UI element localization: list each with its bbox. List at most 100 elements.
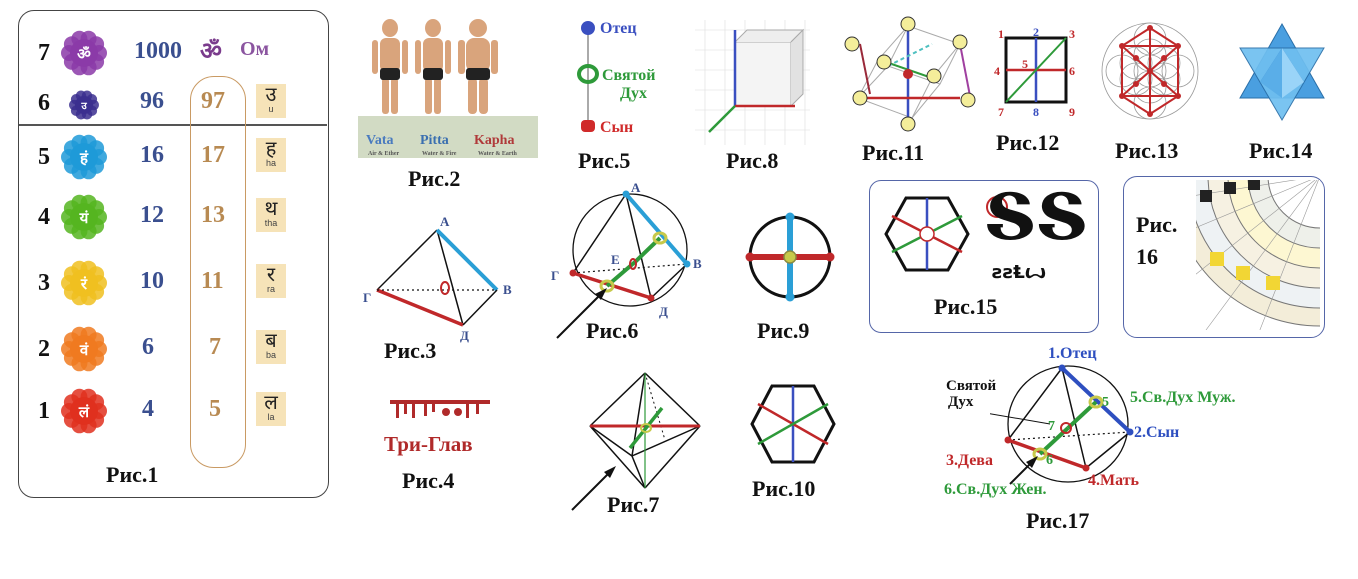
fig4-glyph xyxy=(390,400,490,418)
fig17-n5: 5 xyxy=(1102,395,1109,410)
fig6-label-b: В xyxy=(693,256,702,271)
fig12-n8: 8 xyxy=(1033,105,1039,119)
fig10-hexagon xyxy=(750,384,836,464)
chakra-total: 97 xyxy=(201,88,225,114)
fig17-caption: Рис.17 xyxy=(1026,508,1090,533)
fig2-label-vata: Vata xyxy=(366,133,394,148)
sanskrit-translit: tha xyxy=(264,218,278,228)
chakra-seed-glyph: ॐ xyxy=(77,45,91,63)
chakra-total: 7 xyxy=(209,334,221,360)
sanskrit-letter: ह xyxy=(265,136,277,160)
om-label: Ом xyxy=(240,38,270,60)
fig3-label-g: Г xyxy=(363,290,371,305)
fig8-caption: Рис.8 xyxy=(726,148,779,173)
fig1-panel xyxy=(18,10,329,498)
fig12-n3: 3 xyxy=(1069,27,1075,41)
fig17-spirit-m: 5.Св.Дух Муж. xyxy=(1130,389,1236,406)
fig5-trinity: Отец Святой Дух Сын xyxy=(577,20,656,136)
sanskrit-translit: ba xyxy=(265,350,276,360)
fig12-n4: 4 xyxy=(994,64,1000,78)
chakra-seed-glyph: हं xyxy=(79,149,89,167)
fig15-panel xyxy=(869,180,1099,333)
chakra-icon: रं xyxy=(61,260,107,306)
chakra-total: 11 xyxy=(201,268,224,294)
fig15-ring xyxy=(986,196,1008,218)
fig17-son: 2.Сын xyxy=(1134,424,1180,441)
fig12-n1: 1 xyxy=(998,27,1004,41)
sanskrit-letter: थ xyxy=(264,196,278,220)
chakra-level: 6 xyxy=(38,90,50,116)
fig15-glyphs: ՏՏ xyxy=(984,180,1088,255)
fig1-divider xyxy=(19,124,327,126)
fig14-merkaba xyxy=(1239,22,1325,121)
fig5-son: Сын xyxy=(600,119,633,136)
chakra-value: 12 xyxy=(140,202,164,228)
chakra-level: 4 xyxy=(38,204,50,230)
chakra-seed-glyph: रं xyxy=(80,275,88,293)
chakra-total: 5 xyxy=(209,396,221,422)
chakra-value: 96 xyxy=(140,88,164,114)
chakra-icon: वं xyxy=(61,326,107,372)
fig2-caption: Рис.2 xyxy=(408,166,461,191)
chakra-level: 2 xyxy=(38,336,50,362)
fig2-sub-pitta: Water & Fire xyxy=(422,151,457,157)
sanskrit-translit: la xyxy=(267,412,275,422)
fig6-label-d: Д xyxy=(659,304,668,319)
fig16-panel xyxy=(1123,176,1325,338)
chakra-value: 6 xyxy=(142,334,154,360)
fig5-spirit-2: Дух xyxy=(620,85,647,102)
sanskrit-letter: उ xyxy=(265,82,277,106)
fig3-tetrahedron: А В Г Д xyxy=(363,214,512,343)
fig2-label-pitta: Pitta xyxy=(420,133,449,148)
sanskrit-letter: ब xyxy=(265,328,277,352)
fig2-sub-vata: Air & Ether xyxy=(368,151,400,157)
fig6-caption: Рис.6 xyxy=(586,318,639,343)
sanskrit-translit: ha xyxy=(265,158,276,168)
fig12-n6: 6 xyxy=(1069,64,1075,78)
chakra-icon: लं xyxy=(61,388,107,434)
sanskrit-translit: ra xyxy=(266,284,275,294)
fig11-bagua-cube xyxy=(844,16,976,132)
fig5-father: Отец xyxy=(600,20,637,37)
fig13-caption: Рис.13 xyxy=(1115,138,1179,163)
fig2-sub-kapha: Water & Earth xyxy=(478,151,518,157)
fig12-n7: 7 xyxy=(998,105,1004,119)
fig12-n5: 5 xyxy=(1022,57,1028,71)
fig11-caption: Рис.11 xyxy=(862,140,925,165)
chakra-value: 10 xyxy=(140,268,164,294)
fig17-n6: 6 xyxy=(1046,453,1053,468)
fig9-caption: Рис.9 xyxy=(757,318,810,343)
chakra-icon: यं xyxy=(61,194,107,240)
fig17-spirit-f: 6.Св.Дух Жен. xyxy=(944,481,1047,498)
fig5-caption: Рис.5 xyxy=(578,148,631,173)
chakra-icon: उ xyxy=(69,90,99,120)
chakra-total: 13 xyxy=(201,202,225,228)
fig12-n9: 9 xyxy=(1069,105,1075,119)
fig17-father: 1.Отец xyxy=(1048,345,1097,362)
fig7-caption: Рис.7 xyxy=(607,492,660,517)
fig3-caption: Рис.3 xyxy=(384,338,437,363)
sanskrit-letter: ल xyxy=(264,390,278,414)
chakra-level: 1 xyxy=(38,398,50,424)
chakra-level: 7 xyxy=(38,40,50,66)
fig4-caption: Рис.4 xyxy=(402,468,455,493)
fig6-label-e: Е xyxy=(611,252,620,267)
fig12-square: 1 2 3 4 5 6 7 8 9 xyxy=(994,26,1075,119)
chakra-icon: हं xyxy=(61,134,107,180)
fig17-virgin: 3.Дева xyxy=(946,452,993,469)
fig15-sub: ꙅꙅⱠꙍ xyxy=(992,262,1047,283)
fig15-hexagon xyxy=(884,196,970,272)
fig16-luopan xyxy=(1196,180,1320,330)
fig10-caption: Рис.10 xyxy=(752,476,816,501)
fig3-label-b: В xyxy=(503,282,512,297)
fig3-label-d: Д xyxy=(460,328,469,343)
fig17-holy-1: Святой xyxy=(946,378,997,394)
fig2-image: Vata Pitta Kapha Air & Ether Water & Fir… xyxy=(358,18,538,158)
fig16-caption-line2: 16 xyxy=(1136,244,1158,269)
fig13-flower-of-life xyxy=(1101,22,1199,120)
